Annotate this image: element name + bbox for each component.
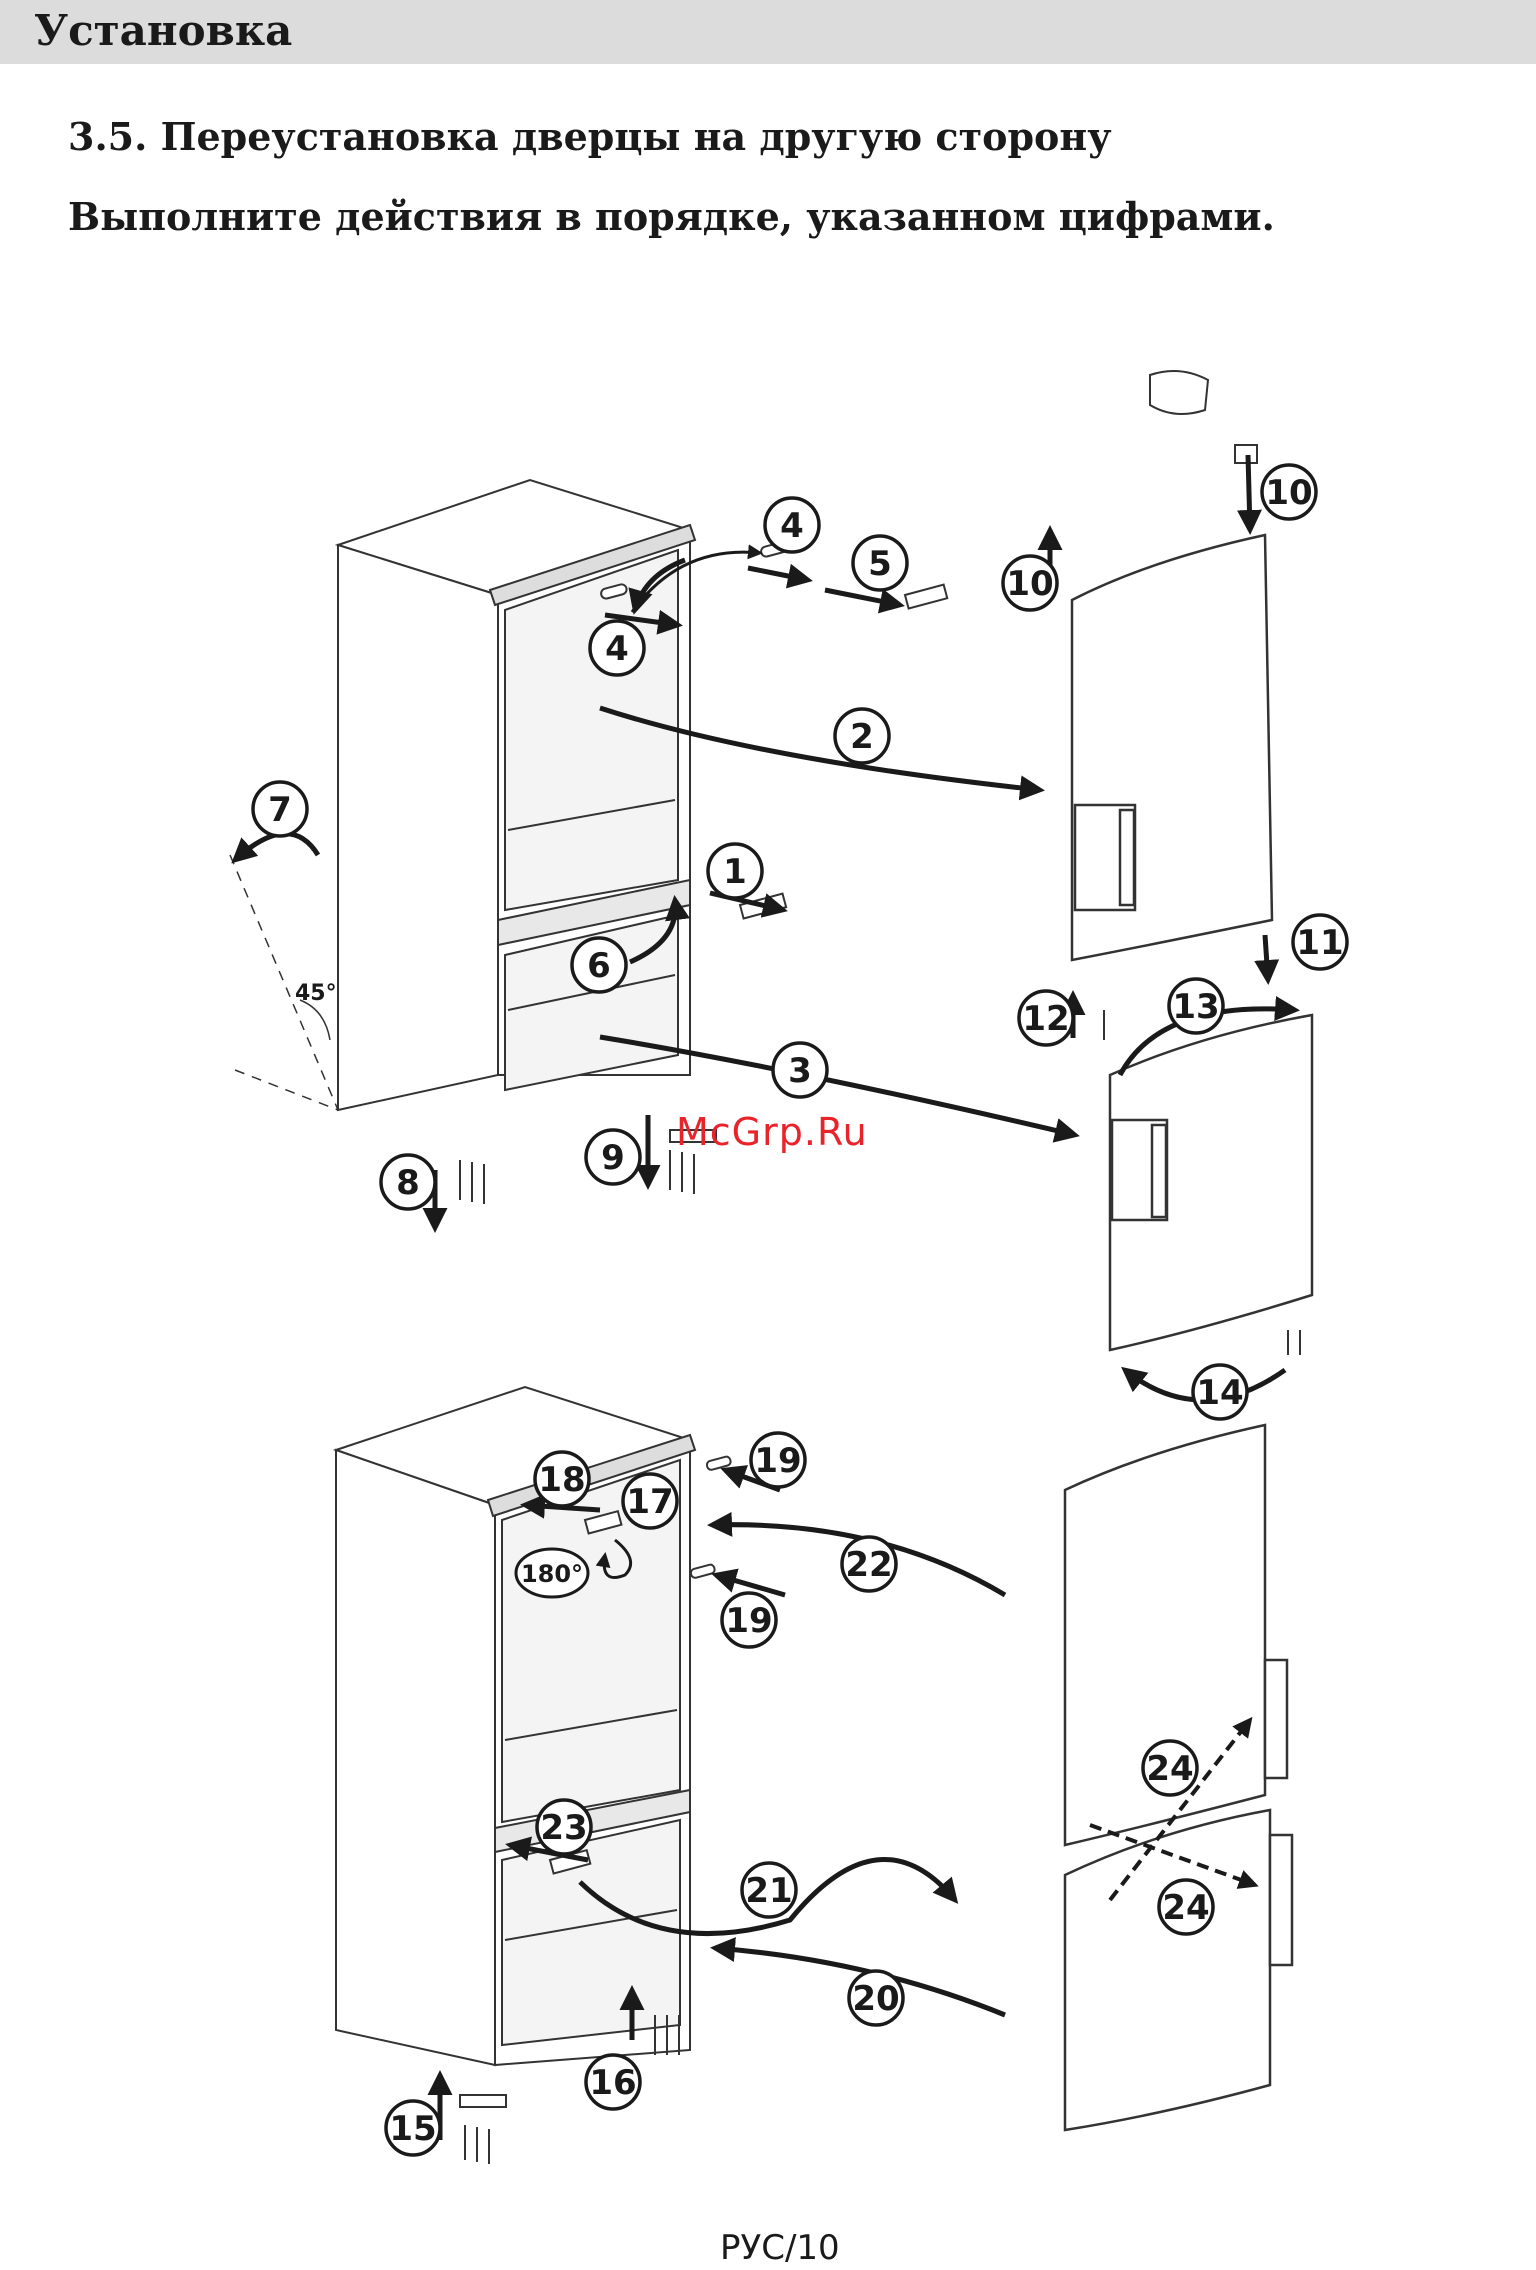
step-17: 17	[626, 1482, 673, 1522]
step-11: 11	[1296, 923, 1343, 963]
tilt-angle-arc	[300, 1000, 330, 1040]
step-15: 15	[389, 2109, 436, 2149]
step-10b: 10	[1006, 564, 1053, 604]
step-19a: 19	[754, 1441, 801, 1481]
step-4b: 4	[780, 506, 804, 546]
step-14: 14	[1196, 1373, 1243, 1413]
step-5: 5	[868, 544, 892, 584]
step-24b: 24	[1162, 1888, 1209, 1928]
step-18: 18	[538, 1460, 585, 1500]
step-23: 23	[540, 1808, 587, 1848]
step-1: 1	[723, 852, 747, 892]
page-number: РУС/10	[720, 2228, 840, 2268]
watermark: McGrp.Ru	[676, 1110, 868, 1154]
door-freezer-bottom	[1065, 1810, 1292, 2130]
step-12: 12	[1022, 999, 1069, 1039]
step-2: 2	[850, 717, 874, 757]
step-10a: 10	[1265, 473, 1312, 513]
fridge-top-illustration	[338, 480, 695, 1110]
door-freezer-top	[1110, 1015, 1312, 1350]
step-20: 20	[852, 1979, 899, 2019]
step-21: 21	[745, 1871, 792, 1911]
step-19b: 19	[725, 1601, 772, 1641]
step-24a: 24	[1146, 1749, 1193, 1789]
door-fridge-top	[1072, 535, 1272, 960]
step-6: 6	[587, 946, 611, 986]
step-9: 9	[601, 1138, 625, 1178]
step-3: 3	[788, 1051, 812, 1091]
step-22: 22	[845, 1545, 892, 1585]
step-13: 13	[1172, 987, 1219, 1027]
angle-label: 45°	[295, 981, 337, 1006]
step-4a: 4	[605, 629, 629, 669]
step-16: 16	[589, 2063, 636, 2103]
step-7: 7	[268, 790, 292, 830]
rotation-label: 180°	[521, 1560, 583, 1588]
step-8: 8	[396, 1163, 420, 1203]
